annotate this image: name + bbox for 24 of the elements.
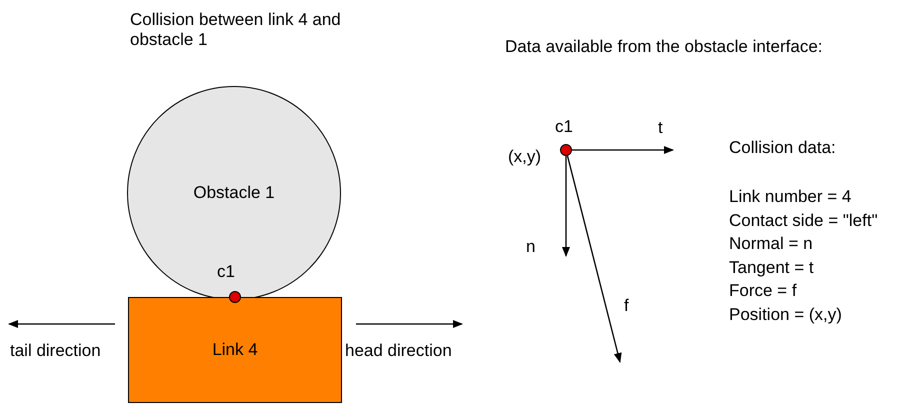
data-line: Position = (x,y) xyxy=(729,304,842,324)
contact-point xyxy=(560,144,572,156)
data-line: Link number = 4 xyxy=(729,187,852,207)
node-label: Obstacle 1 xyxy=(193,183,275,203)
direction-label: tail direction xyxy=(10,341,101,361)
direction-label: head direction xyxy=(345,341,452,361)
force-vector xyxy=(566,156,622,363)
point-label: c1 xyxy=(555,117,573,137)
data-line: Tangent = t xyxy=(729,258,814,278)
data-line: Normal = n xyxy=(729,234,813,254)
data-line: Contact side = "left" xyxy=(729,210,878,230)
heading: Collision between link 4 and obstacle 1 xyxy=(130,10,342,50)
heading: Data available from the obstacle interface: xyxy=(505,37,823,57)
coordinate-label: (x,y) xyxy=(508,147,542,167)
normal-vector xyxy=(562,156,570,257)
data-line: Force = f xyxy=(729,281,797,301)
vector-label: f xyxy=(624,296,629,316)
vector-label: n xyxy=(526,237,536,257)
point-label: c1 xyxy=(217,262,235,282)
vector-label: t xyxy=(658,118,663,138)
tangent-vector xyxy=(572,146,674,154)
node-label: Link 4 xyxy=(212,340,258,360)
section-heading: Collision data: xyxy=(729,138,836,158)
link-box xyxy=(128,297,342,403)
